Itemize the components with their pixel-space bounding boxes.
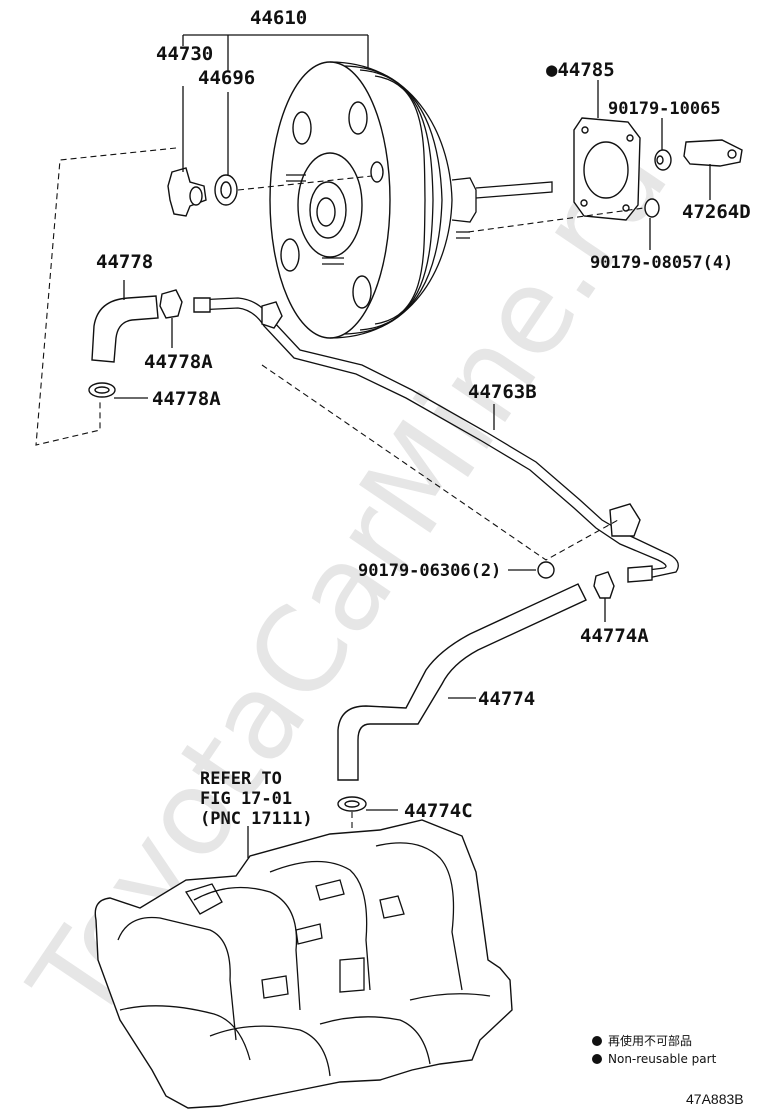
grommet[interactable]: [214, 174, 238, 206]
label-44778a-lower: 44778A: [152, 388, 221, 410]
reference-line-2: FIG 17-01: [200, 789, 292, 809]
clevis-bracket[interactable]: [683, 139, 743, 167]
hose-44778[interactable]: [91, 295, 159, 363]
label-47264d: 47264D: [682, 201, 751, 223]
label-44774: 44774: [478, 688, 535, 710]
clamp-44778a-lower[interactable]: [88, 382, 116, 398]
reference-line-3: (PNC 17111): [200, 809, 313, 829]
legend-jp: 再使用不可部品: [608, 1033, 692, 1048]
legend-bullet-icon: [592, 1036, 602, 1046]
vacuum-pipe[interactable]: [193, 297, 679, 583]
clamp-44774c[interactable]: [337, 796, 367, 812]
clamp-44778a-upper[interactable]: [159, 289, 183, 319]
label-90179-10065: 90179-10065: [608, 99, 721, 119]
legend-bullet-icon: [592, 1054, 602, 1064]
label-44730: 44730: [156, 43, 213, 65]
label-90179-08057: 90179-08057(4): [590, 253, 733, 273]
diagram-code: 47A883B: [686, 1091, 744, 1107]
label-44778a-upper: 44778A: [144, 351, 213, 373]
gasket[interactable]: [573, 117, 641, 221]
check-valve[interactable]: [167, 167, 207, 217]
intake-manifold[interactable]: [94, 819, 513, 1109]
nut-90179-10065[interactable]: [654, 149, 672, 171]
label-44763b: 44763B: [468, 381, 537, 403]
label-90179-06306: 90179-06306(2): [358, 561, 501, 581]
label-44610: 44610: [250, 7, 307, 29]
label-44696: 44696: [198, 67, 255, 89]
hose-44774[interactable]: [337, 583, 587, 781]
label-44774a: 44774A: [580, 625, 649, 647]
nut-90179-06306[interactable]: [537, 561, 555, 579]
nut-90179-08057[interactable]: [644, 198, 660, 218]
label-44785: ●44785: [546, 59, 615, 81]
brake-booster[interactable]: [269, 61, 553, 339]
reference-line-1: REFER TO: [200, 769, 282, 789]
label-44774c: 44774C: [404, 800, 473, 822]
clamp-44774a[interactable]: [593, 571, 615, 599]
label-44778: 44778: [96, 251, 153, 273]
legend-en: Non-reusable part: [608, 1052, 717, 1066]
